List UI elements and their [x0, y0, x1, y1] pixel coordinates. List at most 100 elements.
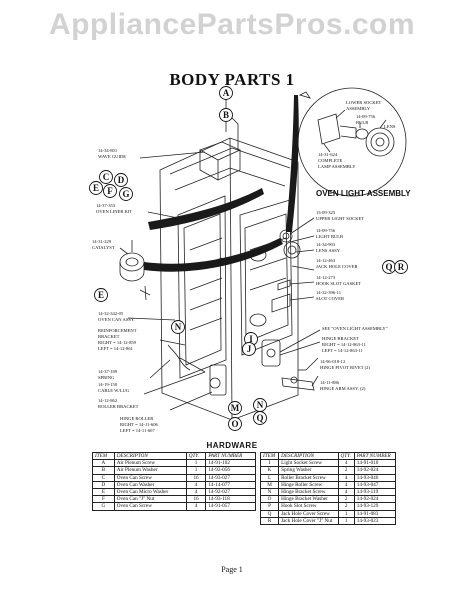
label-can-assy-num: 14-32-342-05 [98, 311, 124, 316]
page-number: Page 1 [221, 565, 243, 574]
oven-light-assembly-heading: OVEN LIGHT ASSEMBLY [316, 189, 411, 198]
label-hinge-roller-3: LEFT = 14-11-607 [120, 428, 155, 433]
upper-light-socket [279, 229, 293, 243]
label-bulb: BULB [356, 120, 368, 125]
label-reinf-4: LEFT = 14-12-861 [98, 346, 134, 351]
hinge-bracket [261, 339, 281, 367]
label-reinf-1: REINFORCEMENT [98, 328, 137, 333]
callout-i: I [249, 334, 253, 344]
label-pivot: HINGE PIVOT RIVET (2) [320, 365, 370, 370]
label-wave-guide: WAVE GUIDE [98, 154, 126, 159]
wave-guide [199, 141, 241, 161]
callout-f: F [107, 186, 113, 196]
slot-cover [271, 293, 291, 313]
callout-r: Q [385, 262, 392, 272]
hook-slot-gasket [277, 279, 291, 291]
oven-light-leader [286, 95, 299, 232]
callout-a: A [223, 88, 230, 98]
label-complete-num: 14-31-624 [318, 152, 338, 157]
label-catalyst-num: 14-31-229 [92, 239, 112, 244]
callout-b: B [223, 110, 229, 120]
lower-socket [317, 113, 341, 145]
callout-q: Q [256, 413, 263, 423]
callout-e-left: E [98, 290, 104, 300]
label-lower-socket-2: ASSEMBLY [346, 106, 371, 111]
col-qty: QTY. [337, 451, 355, 461]
callout-r2: R [398, 262, 405, 272]
oven-opening [239, 199, 293, 356]
label-reinf-2: BRACKET [98, 334, 120, 339]
page-title: BODY PARTS 1 [169, 70, 295, 89]
callout-n-bottom: N [257, 400, 264, 410]
callout-c: C [103, 172, 110, 182]
label-lens-assy: LENS ASSY. [316, 248, 341, 253]
callout-j: J [247, 344, 252, 354]
label-spring: SPRING [98, 375, 115, 380]
label-jack-num: 14-12-463 [316, 258, 336, 263]
label-roller-br: ROLLER BRACKET [98, 404, 139, 409]
label-liner-kit: OVEN LINER KIT [96, 209, 132, 214]
oven-liner-leader [148, 188, 264, 230]
label-cable: CABLE W/LUG [98, 388, 130, 393]
col-description: DESCRIPTON [113, 451, 187, 461]
label-upper-socket: UPPER LIGHT SOCKET [316, 216, 364, 221]
label-complete-2: LAMP ASSEMBLY [318, 164, 356, 169]
label-see-ola: SEE "OVEN LIGHT ASSEMBLY" [322, 326, 388, 331]
col-item: ITEM [259, 451, 280, 461]
label-hook-num: 14-12-273 [316, 275, 336, 280]
label-cable-num: 14-19-150 [98, 382, 118, 387]
col-part-number: PART NUMBER [205, 451, 256, 461]
label-bulb-num: 14-09-756 [356, 114, 376, 119]
cable [179, 357, 206, 373]
watermark: AppliancePartsPros.com [48, 8, 416, 41]
lens-assembly [283, 241, 301, 259]
label-lens-assy-num: 14-34-903 [316, 242, 336, 247]
label-pivot-num: 14-96-018-12 [320, 359, 346, 364]
label-upper-socket-num: 13-09-325 [316, 210, 336, 215]
label-arm: HINGE ARM ASSY. (2) [320, 386, 366, 391]
callout-e-top: E [93, 183, 99, 193]
hardware-title: HARDWARE [206, 441, 258, 450]
callout-g: G [122, 189, 129, 199]
label-light-bulb-num: 14-09-756 [316, 228, 336, 233]
callout-o: O [231, 419, 238, 429]
roller-bracket [209, 364, 227, 396]
label-hinge-br-1: HINGE BRACKET [322, 336, 359, 341]
label-hinge-br-3: LEFT = 14-12-863-11 [322, 348, 364, 353]
label-arm-num: 14-11-886 [320, 380, 340, 385]
hinge-roller [209, 377, 221, 389]
label-roller-br-num: 14-12-862 [98, 398, 118, 403]
label-hinge-br-2: RIGHT = 14-12-863-11 [322, 342, 367, 347]
label-hook: HOOK SLOT GASKET [316, 281, 361, 286]
col-qty: QTY. [185, 451, 207, 461]
label-liner-kit-num: 14-37-353 [96, 203, 116, 208]
col-part-number: PART NUMBER [353, 451, 397, 461]
catalyst [119, 252, 145, 272]
table-header: ITEM DESCRIPTION QTY. PART NUMBER [259, 451, 397, 461]
table-header: ITEM DESCRIPTON QTY. PART NUMBER [92, 451, 256, 461]
callout-d: D [118, 175, 125, 185]
oven-lamp-lens [365, 127, 395, 157]
spring [167, 344, 191, 371]
col-description: DESCRIPTION [278, 451, 339, 461]
col-item: ITEM [92, 451, 115, 461]
label-slot-num: 14-32-396-11 [316, 290, 342, 295]
cabinet-front-edge [229, 137, 233, 421]
callout-m: M [231, 403, 240, 413]
